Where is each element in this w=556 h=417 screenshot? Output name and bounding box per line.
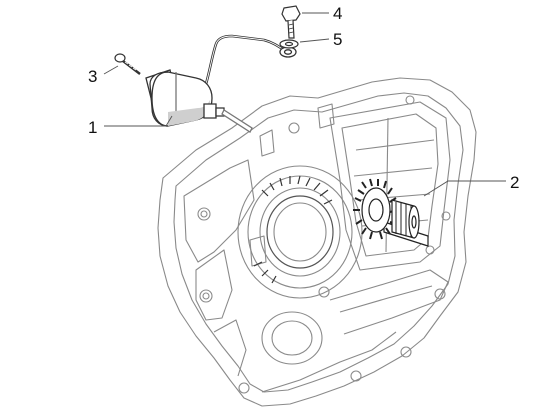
washer-part-5 [279,39,299,49]
leader-line-5 [299,38,330,43]
callout-number-4: 4 [333,4,343,23]
callout-number-1: 1 [88,118,98,137]
starter-gear-part-2 [353,178,429,247]
screw-part-3 [114,53,141,75]
leader-line-3 [103,65,119,75]
bore-gear-detail [253,175,334,284]
callout-number-5: 5 [333,30,343,49]
leader-line-2 [423,180,506,197]
leader-lines [103,12,506,197]
leader-line-1 [104,115,173,127]
bolt-part-4 [281,5,301,39]
callout-number-3: 3 [88,67,98,86]
starter-motor [145,34,297,133]
callout-number-2: 2 [510,173,520,192]
